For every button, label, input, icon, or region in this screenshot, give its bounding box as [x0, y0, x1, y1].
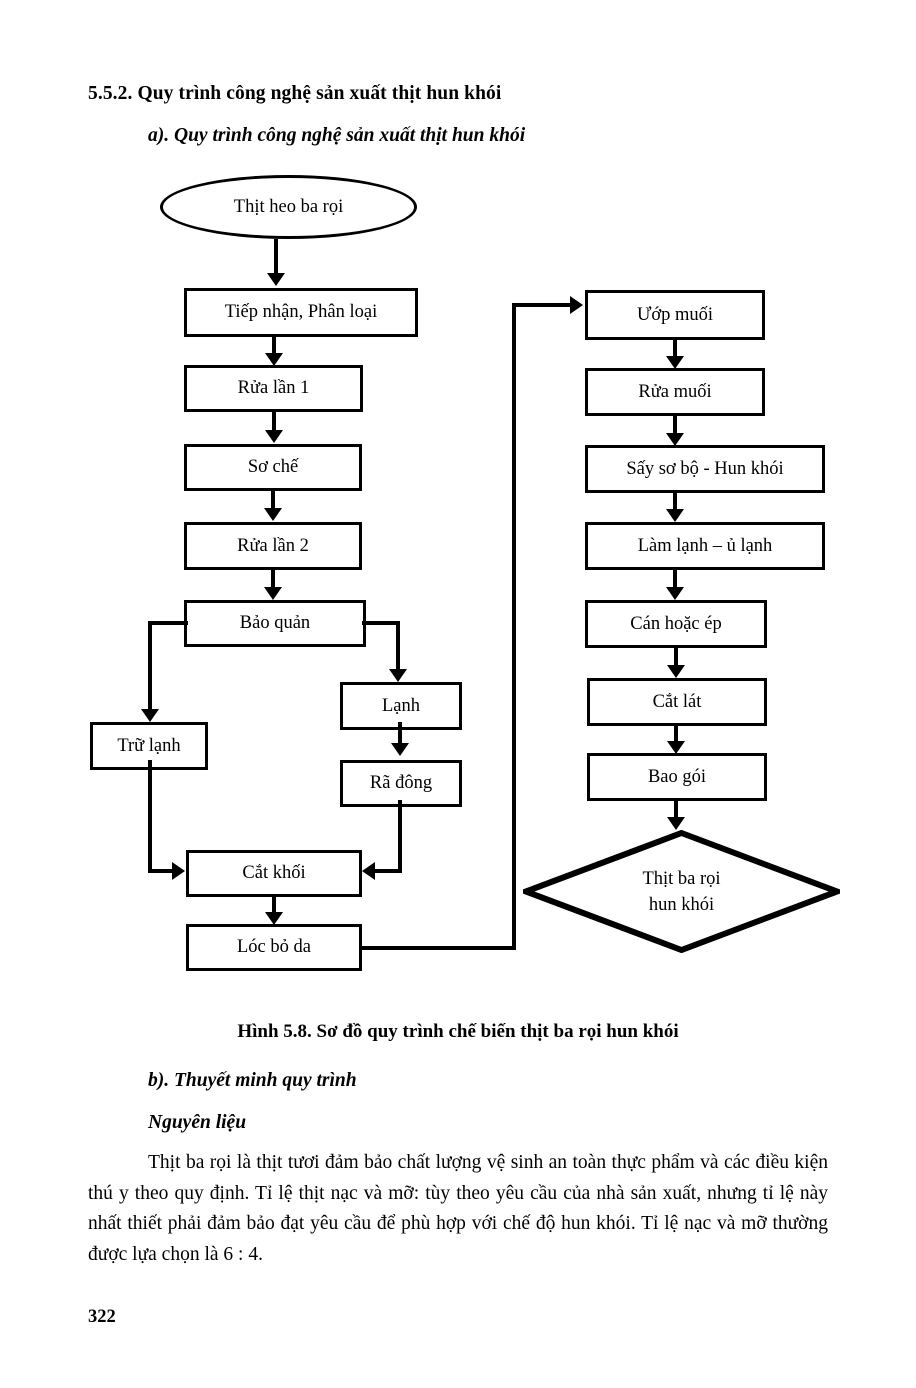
flow-node-lam-lanh-u-lanh: Làm lạnh – ủ lạnh: [585, 522, 825, 570]
connector-lanh-to-radong: [398, 722, 402, 746]
subsection-heading-a: a). Quy trình công nghệ sản xuất thịt hu…: [148, 125, 526, 146]
flow-node-rua-muoi: Rửa muối: [585, 368, 765, 416]
connector-radong-h: [374, 869, 400, 873]
arrowhead-down: [265, 912, 283, 925]
connector-start-to-tiepnhan: [274, 239, 278, 275]
process-flow-diagram: Thịt heo ba rọi Tiếp nhận, Phân loại Rửa…: [0, 160, 916, 990]
arrowhead-down: [666, 509, 684, 522]
flow-node-can-hoac-ep: Cán hoặc ép: [585, 600, 767, 648]
flow-node-cat-lat: Cắt lát: [587, 678, 767, 726]
subsection-heading-nguyen-lieu: Nguyên liệu: [148, 1112, 247, 1133]
arrowhead-right: [172, 862, 185, 880]
figure-caption: Hình 5.8. Sơ đồ quy trình chế biến thịt …: [237, 1021, 679, 1042]
arrowhead-down: [389, 669, 407, 682]
subsection-heading-b: b). Thuyết minh quy trình: [148, 1070, 357, 1091]
flow-node-start: Thịt heo ba rọi: [160, 175, 417, 239]
connector-locboda-v: [512, 303, 516, 950]
arrowhead-down: [265, 430, 283, 443]
connector-trulanh-v: [148, 760, 152, 872]
section-heading: 5.5.2. Quy trình công nghệ sản xuất thịt…: [88, 83, 502, 104]
flow-node-cat-khoi: Cắt khối: [186, 850, 362, 897]
connector-catkhoi-to-locboda: [272, 897, 276, 918]
flow-node-bao-quan-label: Bảo quản: [239, 613, 311, 633]
connector-uopmuoi-to-ruamuoi: [673, 340, 677, 362]
flow-node-end-line-1: Thịt ba rọi: [642, 868, 721, 889]
flow-node-loc-bo-da: Lóc bỏ da: [186, 924, 362, 971]
flow-node-ra-dong-label: Rã đông: [369, 773, 433, 793]
flow-node-end: Thịt ba rọi hun khói: [523, 830, 840, 953]
flow-node-rua-lan-1-label: Rửa lần 1: [237, 378, 310, 398]
connector-rua1-to-soche: [272, 412, 276, 434]
arrowhead-down: [264, 587, 282, 600]
flow-node-rua-muoi-label: Rửa muối: [638, 381, 712, 402]
connector-trulanh-h: [148, 869, 176, 873]
connector-to-uopmuoi-h: [512, 303, 572, 307]
arrowhead-down: [264, 508, 282, 521]
flow-node-lam-lanh-u-lanh-label: Làm lạnh – ủ lạnh: [637, 535, 773, 556]
flow-node-bao-goi: Bao gói: [587, 753, 767, 801]
flow-node-say-so-bo-hun-khoi: Sấy sơ bộ - Hun khói: [585, 445, 825, 493]
arrowhead-down: [666, 433, 684, 446]
flow-node-end-label: Thịt ba rọi hun khói: [642, 866, 720, 918]
flow-node-tiep-nhan-label: Tiếp nhận, Phân loại: [224, 302, 378, 322]
flow-node-lanh-label: Lạnh: [381, 695, 420, 716]
flow-node-uop-muoi: Ướp muối: [585, 290, 765, 340]
flow-node-cat-lat-label: Cắt lát: [652, 691, 702, 712]
flow-node-rua-lan-1: Rửa lần 1: [184, 365, 363, 412]
connector-catlat-to-baogoi: [674, 726, 678, 747]
flow-node-so-che-label: Sơ chế: [247, 457, 299, 477]
flow-node-so-che: Sơ chế: [184, 444, 362, 491]
connector-baoquan-right-v: [396, 621, 400, 679]
flow-node-uop-muoi-label: Ướp muối: [636, 304, 714, 325]
flow-node-end-line-2: hun khói: [648, 894, 715, 915]
connector-baoquan-right-h: [362, 621, 400, 625]
diamond-shape: [523, 830, 840, 953]
flow-node-start-label: Thịt heo ba rọi: [233, 196, 344, 217]
flow-node-rua-lan-2-label: Rửa lần 2: [237, 535, 309, 556]
flow-node-tru-lanh-label: Trữ lạnh: [117, 735, 181, 756]
flow-node-say-so-bo-hun-khoi-label: Sấy sơ bộ - Hun khói: [626, 458, 784, 479]
arrowhead-down: [267, 273, 285, 286]
flow-node-can-hoac-ep-label: Cán hoặc ép: [630, 613, 722, 634]
connector-radong-v: [398, 800, 402, 873]
flow-node-cat-khoi-label: Cắt khối: [242, 863, 306, 883]
arrowhead-down: [141, 709, 159, 722]
arrowhead-down: [391, 743, 409, 756]
arrowhead-down: [666, 356, 684, 369]
arrowhead-down: [265, 353, 283, 366]
connector-sayso-to-lamlanh: [673, 493, 677, 516]
arrowhead-right: [570, 296, 583, 314]
arrowhead-down: [666, 587, 684, 600]
arrowhead-down: [667, 817, 685, 830]
arrowhead-down: [667, 665, 685, 678]
page-number: 322: [88, 1307, 116, 1327]
connector-tiepnhan-to-rua1: [272, 337, 276, 359]
flow-node-bao-quan: Bảo quản: [184, 600, 366, 647]
flow-node-loc-bo-da-label: Lóc bỏ da: [237, 937, 311, 957]
connector-baoquan-left-v: [148, 621, 152, 719]
flow-node-tiep-nhan: Tiếp nhận, Phân loại: [184, 288, 418, 337]
flow-node-bao-goi-label: Bao gói: [647, 766, 707, 787]
connector-rua2-to-baoquan: [271, 570, 275, 592]
body-paragraph: Thịt ba rọi là thịt tươi đảm bảo chất lư…: [88, 1152, 828, 1265]
connector-lamlanh-to-canep: [673, 570, 677, 593]
connector-ruamuoi-to-sayso: [673, 416, 677, 439]
connector-soche-to-rua2: [271, 491, 275, 513]
connector-baoquan-left-h: [148, 621, 188, 625]
flow-node-rua-lan-2: Rửa lần 2: [184, 522, 362, 570]
arrowhead-left: [362, 862, 375, 880]
connector-canep-to-catlat: [674, 648, 678, 671]
connector-locboda-h: [362, 946, 516, 950]
arrowhead-down: [667, 741, 685, 754]
connector-baogoi-to-end: [674, 801, 678, 823]
